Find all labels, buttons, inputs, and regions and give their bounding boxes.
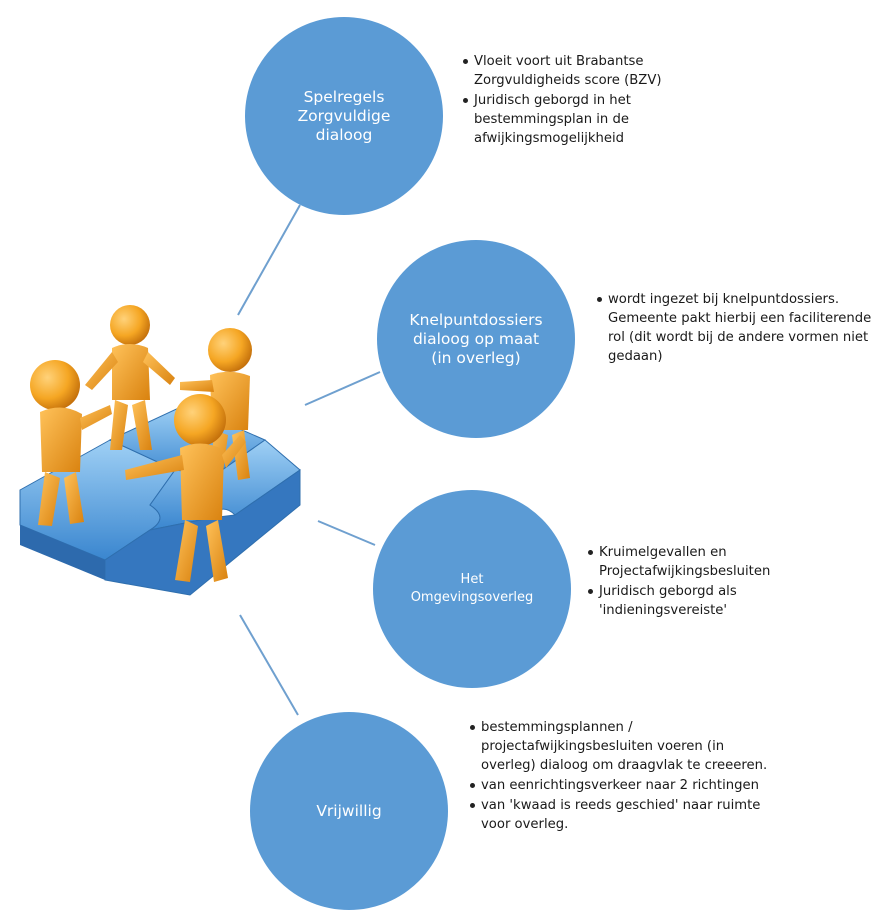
bullet-list-vrijwillig: bestemmingsplannen / projectafwijkingsbe… (469, 718, 769, 835)
bullet-list-knelpuntdossiers: wordt ingezet bij knelpuntdossiers. Geme… (596, 290, 882, 367)
bullet-list-omgevingsoverleg: Kruimelgevallen en Projectafwijkingsbesl… (587, 543, 827, 621)
bullet-item: Vloeit voort uit Brabantse Zorgvuldighei… (462, 52, 722, 90)
node-title: Het Omgevingsoverleg (410, 572, 534, 605)
bullet-item: wordt ingezet bij knelpuntdossiers. Geme… (596, 290, 882, 366)
connector-2 (304, 371, 381, 406)
bullet-list-spelregels: Vloeit voort uit Brabantse Zorgvuldighei… (462, 52, 722, 149)
node-circle-knelpuntdossiers: Knelpuntdossiers dialoog op maat (in ove… (377, 240, 575, 438)
connector-3 (317, 520, 376, 546)
connector-1 (237, 204, 301, 316)
bullet-item: bestemmingsplannen / projectafwijkingsbe… (469, 718, 769, 775)
node-title: Spelregels Zorgvuldige dialoog (297, 87, 391, 144)
bullet-item: van 'kwaad is reeds geschied' naar ruimt… (469, 796, 769, 834)
connector-4 (239, 614, 299, 716)
figure-back-left (85, 305, 175, 450)
node-title: Vrijwillig (316, 801, 382, 820)
node-circle-vrijwillig: Vrijwillig (250, 712, 448, 910)
node-circle-omgevingsoverleg: Het Omgevingsoverleg (373, 490, 571, 688)
figure-front (125, 394, 246, 582)
figure-left (30, 360, 112, 526)
node-circle-spelregels: Spelregels Zorgvuldige dialoog (245, 17, 443, 215)
bullet-item: Juridisch geborgd in het bestemmingsplan… (462, 91, 722, 148)
bullet-item: Juridisch geborgd als 'indieningsvereist… (587, 582, 827, 620)
bullet-item: van eenrichtingsverkeer naar 2 richtinge… (469, 776, 769, 795)
bullet-item: Kruimelgevallen en Projectafwijkingsbesl… (587, 543, 827, 581)
team-puzzle-illustration (19, 305, 301, 596)
node-title: Knelpuntdossiers dialoog op maat (in ove… (409, 310, 543, 367)
